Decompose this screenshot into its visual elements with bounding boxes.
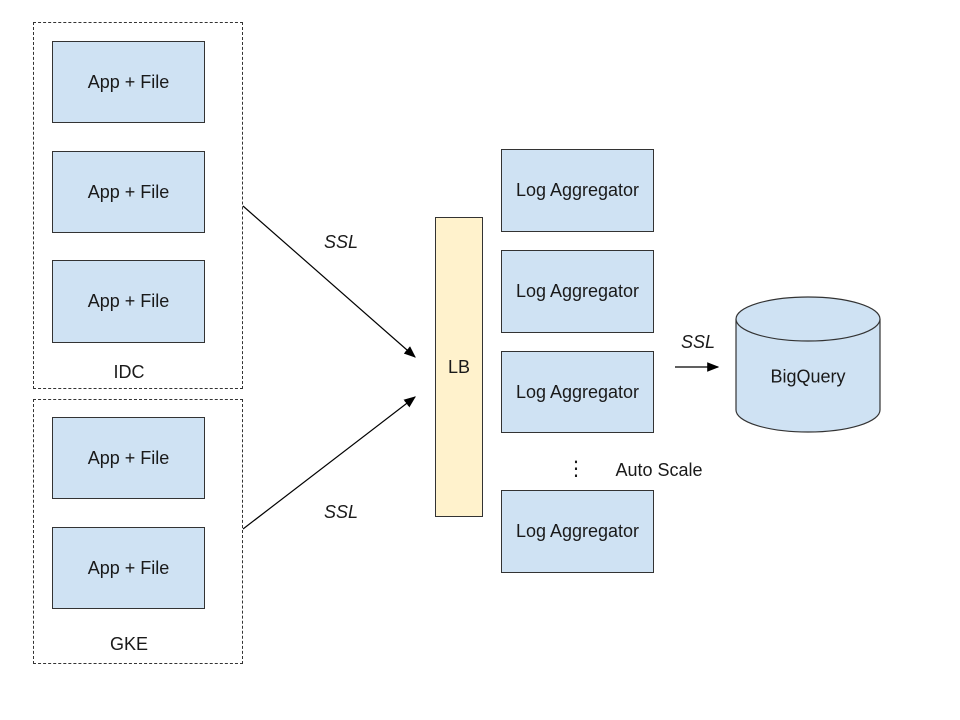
log-aggregator-box-4: Log Aggregator <box>501 490 654 573</box>
idc-group <box>33 22 243 389</box>
gke-app-file-box-1: App + File <box>52 417 205 499</box>
auto-scale-label: Auto Scale <box>615 460 703 480</box>
idc-group-label: IDC <box>113 362 145 382</box>
idc-app-file-box-3: App + File <box>52 260 205 343</box>
idc-app-file-box-2: App + File <box>52 151 205 233</box>
ssl-label-gke: SSL <box>323 502 359 522</box>
bigquery-database-cylinder <box>735 296 881 433</box>
arrow-idc-to-lb <box>242 205 416 358</box>
arrow-gke-to-lb <box>242 396 416 530</box>
idc-app-file-box-1: App + File <box>52 41 205 123</box>
ellipsis-indicator: ⋮ <box>566 458 586 480</box>
bigquery-label: BigQuery <box>770 366 846 387</box>
log-aggregator-box-2: Log Aggregator <box>501 250 654 333</box>
ssl-label-idc: SSL <box>323 232 359 252</box>
ssl-label-bigquery: SSL <box>680 332 716 352</box>
log-aggregator-box-3: Log Aggregator <box>501 351 654 433</box>
load-balancer-box: LB <box>435 217 483 517</box>
gke-group-label: GKE <box>109 634 149 654</box>
gke-group <box>33 399 243 664</box>
gke-app-file-box-2: App + File <box>52 527 205 609</box>
log-aggregator-box-1: Log Aggregator <box>501 149 654 232</box>
